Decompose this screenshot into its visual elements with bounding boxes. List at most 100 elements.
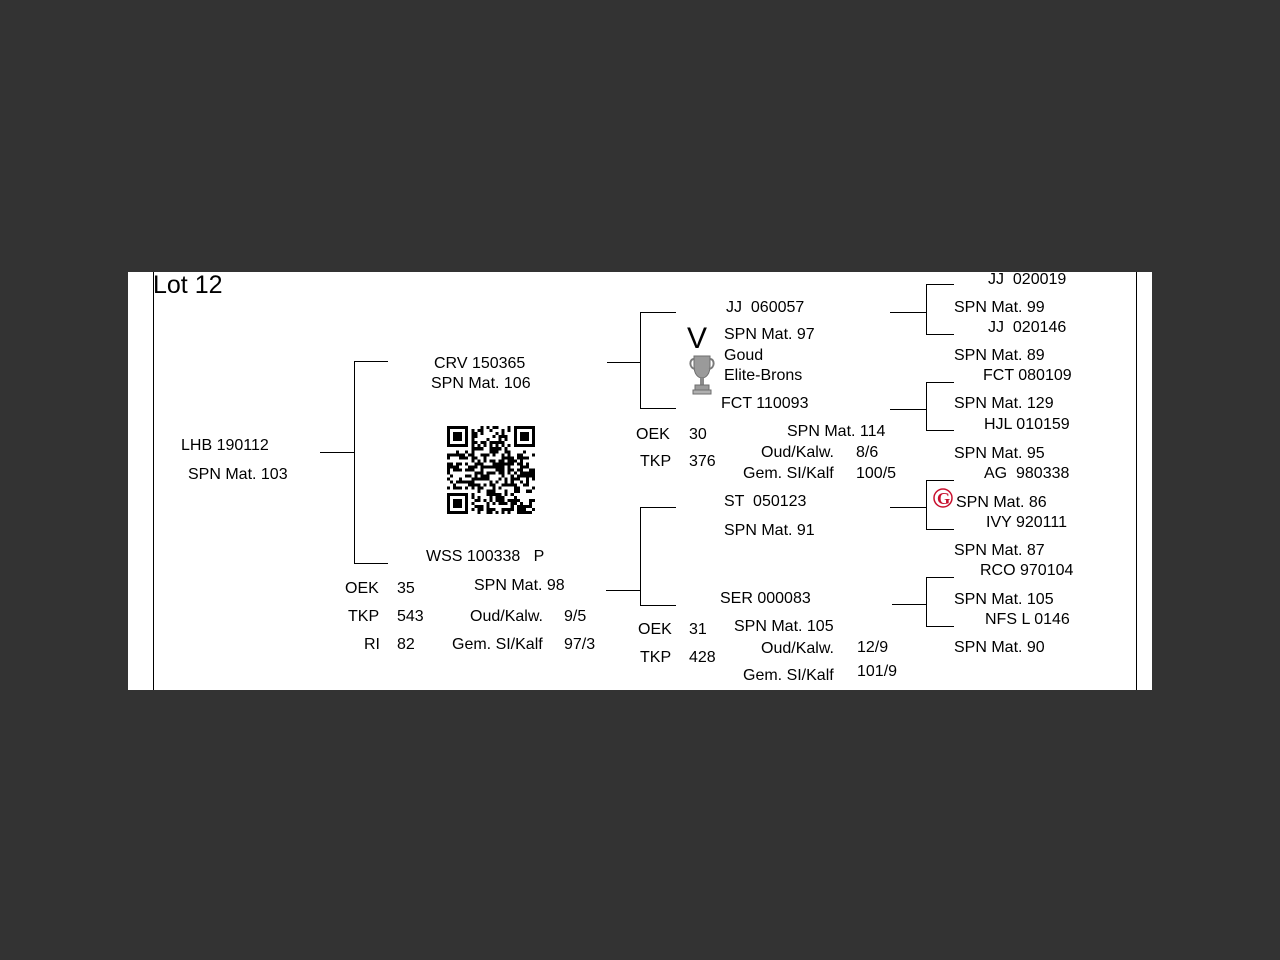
qr-module <box>459 498 463 502</box>
qr-module <box>447 435 451 439</box>
connector <box>607 362 640 363</box>
sire-dam-oud-label: Oud/Kalw. <box>761 444 834 461</box>
qr-module <box>495 465 499 469</box>
qr-module <box>465 456 469 460</box>
qr-module <box>528 426 532 430</box>
connector <box>926 529 954 530</box>
qr-module <box>465 507 469 511</box>
gen3-6-mat: SPN Mat. 87 <box>954 542 1045 559</box>
qr-module <box>495 426 499 430</box>
qr-module <box>480 471 484 475</box>
qr-module <box>483 474 487 478</box>
qr-module <box>471 447 475 451</box>
qr-module <box>465 444 469 448</box>
qr-module <box>492 450 496 454</box>
qr-module <box>498 492 502 496</box>
qr-module <box>507 462 511 466</box>
qr-module <box>495 447 499 451</box>
qr-module <box>456 492 460 496</box>
qr-module <box>504 456 508 460</box>
qr-module <box>477 483 481 487</box>
qr-module <box>531 477 535 481</box>
connector <box>926 480 954 481</box>
gen3-4-mat: SPN Mat. 95 <box>954 445 1045 462</box>
qr-module <box>513 477 517 481</box>
gen3-7-mat: SPN Mat. 105 <box>954 591 1054 608</box>
qr-module <box>510 480 514 484</box>
qr-module <box>522 474 526 478</box>
qr-module <box>507 459 511 463</box>
qr-module <box>501 462 505 466</box>
qr-module <box>525 483 529 487</box>
qr-module <box>486 474 490 478</box>
qr-module <box>456 435 460 439</box>
qr-module <box>489 459 493 463</box>
qr-module <box>453 483 457 487</box>
right-border <box>1136 272 1137 690</box>
dam-dam-oek-value: 31 <box>689 621 707 638</box>
qr-module <box>507 453 511 457</box>
qr-module <box>489 444 493 448</box>
sire-dam-mat: SPN Mat. 114 <box>787 423 886 440</box>
qr-module <box>468 465 472 469</box>
qr-module <box>483 483 487 487</box>
qr-module <box>456 501 460 505</box>
qr-module <box>489 447 493 451</box>
connector <box>926 284 954 285</box>
qr-module <box>456 444 460 448</box>
dam-dam-oud-value: 12/9 <box>857 639 889 656</box>
qr-module <box>471 507 475 511</box>
qr-module <box>528 510 532 514</box>
qr-module <box>513 471 517 475</box>
qr-module <box>504 435 508 439</box>
qr-module <box>480 477 484 481</box>
qr-module <box>501 429 505 433</box>
qr-module <box>486 477 490 481</box>
connector <box>640 312 676 313</box>
qr-module <box>465 495 469 499</box>
qr-module <box>519 459 523 463</box>
gen3-1-name: JJ 020019 <box>988 272 1067 288</box>
qr-module <box>522 456 526 460</box>
gen3-2-name: JJ 020146 <box>988 319 1067 336</box>
qr-module <box>525 504 529 508</box>
gen3-5-name: AG 980338 <box>984 465 1070 482</box>
qr-module <box>489 480 493 484</box>
qr-module <box>519 507 523 511</box>
qr-module <box>474 441 478 445</box>
qr-module <box>480 441 484 445</box>
qr-module <box>501 498 505 502</box>
qr-module <box>510 507 514 511</box>
qr-module <box>447 504 451 508</box>
qr-module <box>513 501 517 505</box>
qr-module <box>519 432 523 436</box>
qr-module <box>501 459 505 463</box>
qr-module <box>501 501 505 505</box>
qr-module <box>510 459 514 463</box>
qr-module <box>459 462 463 466</box>
qr-module <box>486 426 490 430</box>
qr-module <box>462 426 466 430</box>
dam-mat: SPN Mat. 98 <box>474 577 565 594</box>
sire-dam-oek-value: 30 <box>689 426 707 443</box>
qr-module <box>468 468 472 472</box>
qr-module <box>510 501 514 505</box>
qr-module <box>471 438 475 442</box>
sire-dam-oud-value: 8/6 <box>856 444 879 461</box>
qr-module <box>480 462 484 466</box>
qr-module <box>507 426 511 430</box>
connector <box>890 507 926 508</box>
qr-module <box>483 453 487 457</box>
qr-module <box>447 471 451 475</box>
gen3-2-mat: SPN Mat. 89 <box>954 347 1045 364</box>
qr-module <box>480 468 484 472</box>
qr-module <box>516 504 520 508</box>
qr-module <box>447 510 451 514</box>
qr-module <box>459 486 463 490</box>
qr-module <box>510 474 514 478</box>
qr-module <box>492 483 496 487</box>
qr-module <box>525 480 529 484</box>
qr-module <box>471 501 475 505</box>
qr-module <box>504 507 508 511</box>
qr-module <box>504 483 508 487</box>
